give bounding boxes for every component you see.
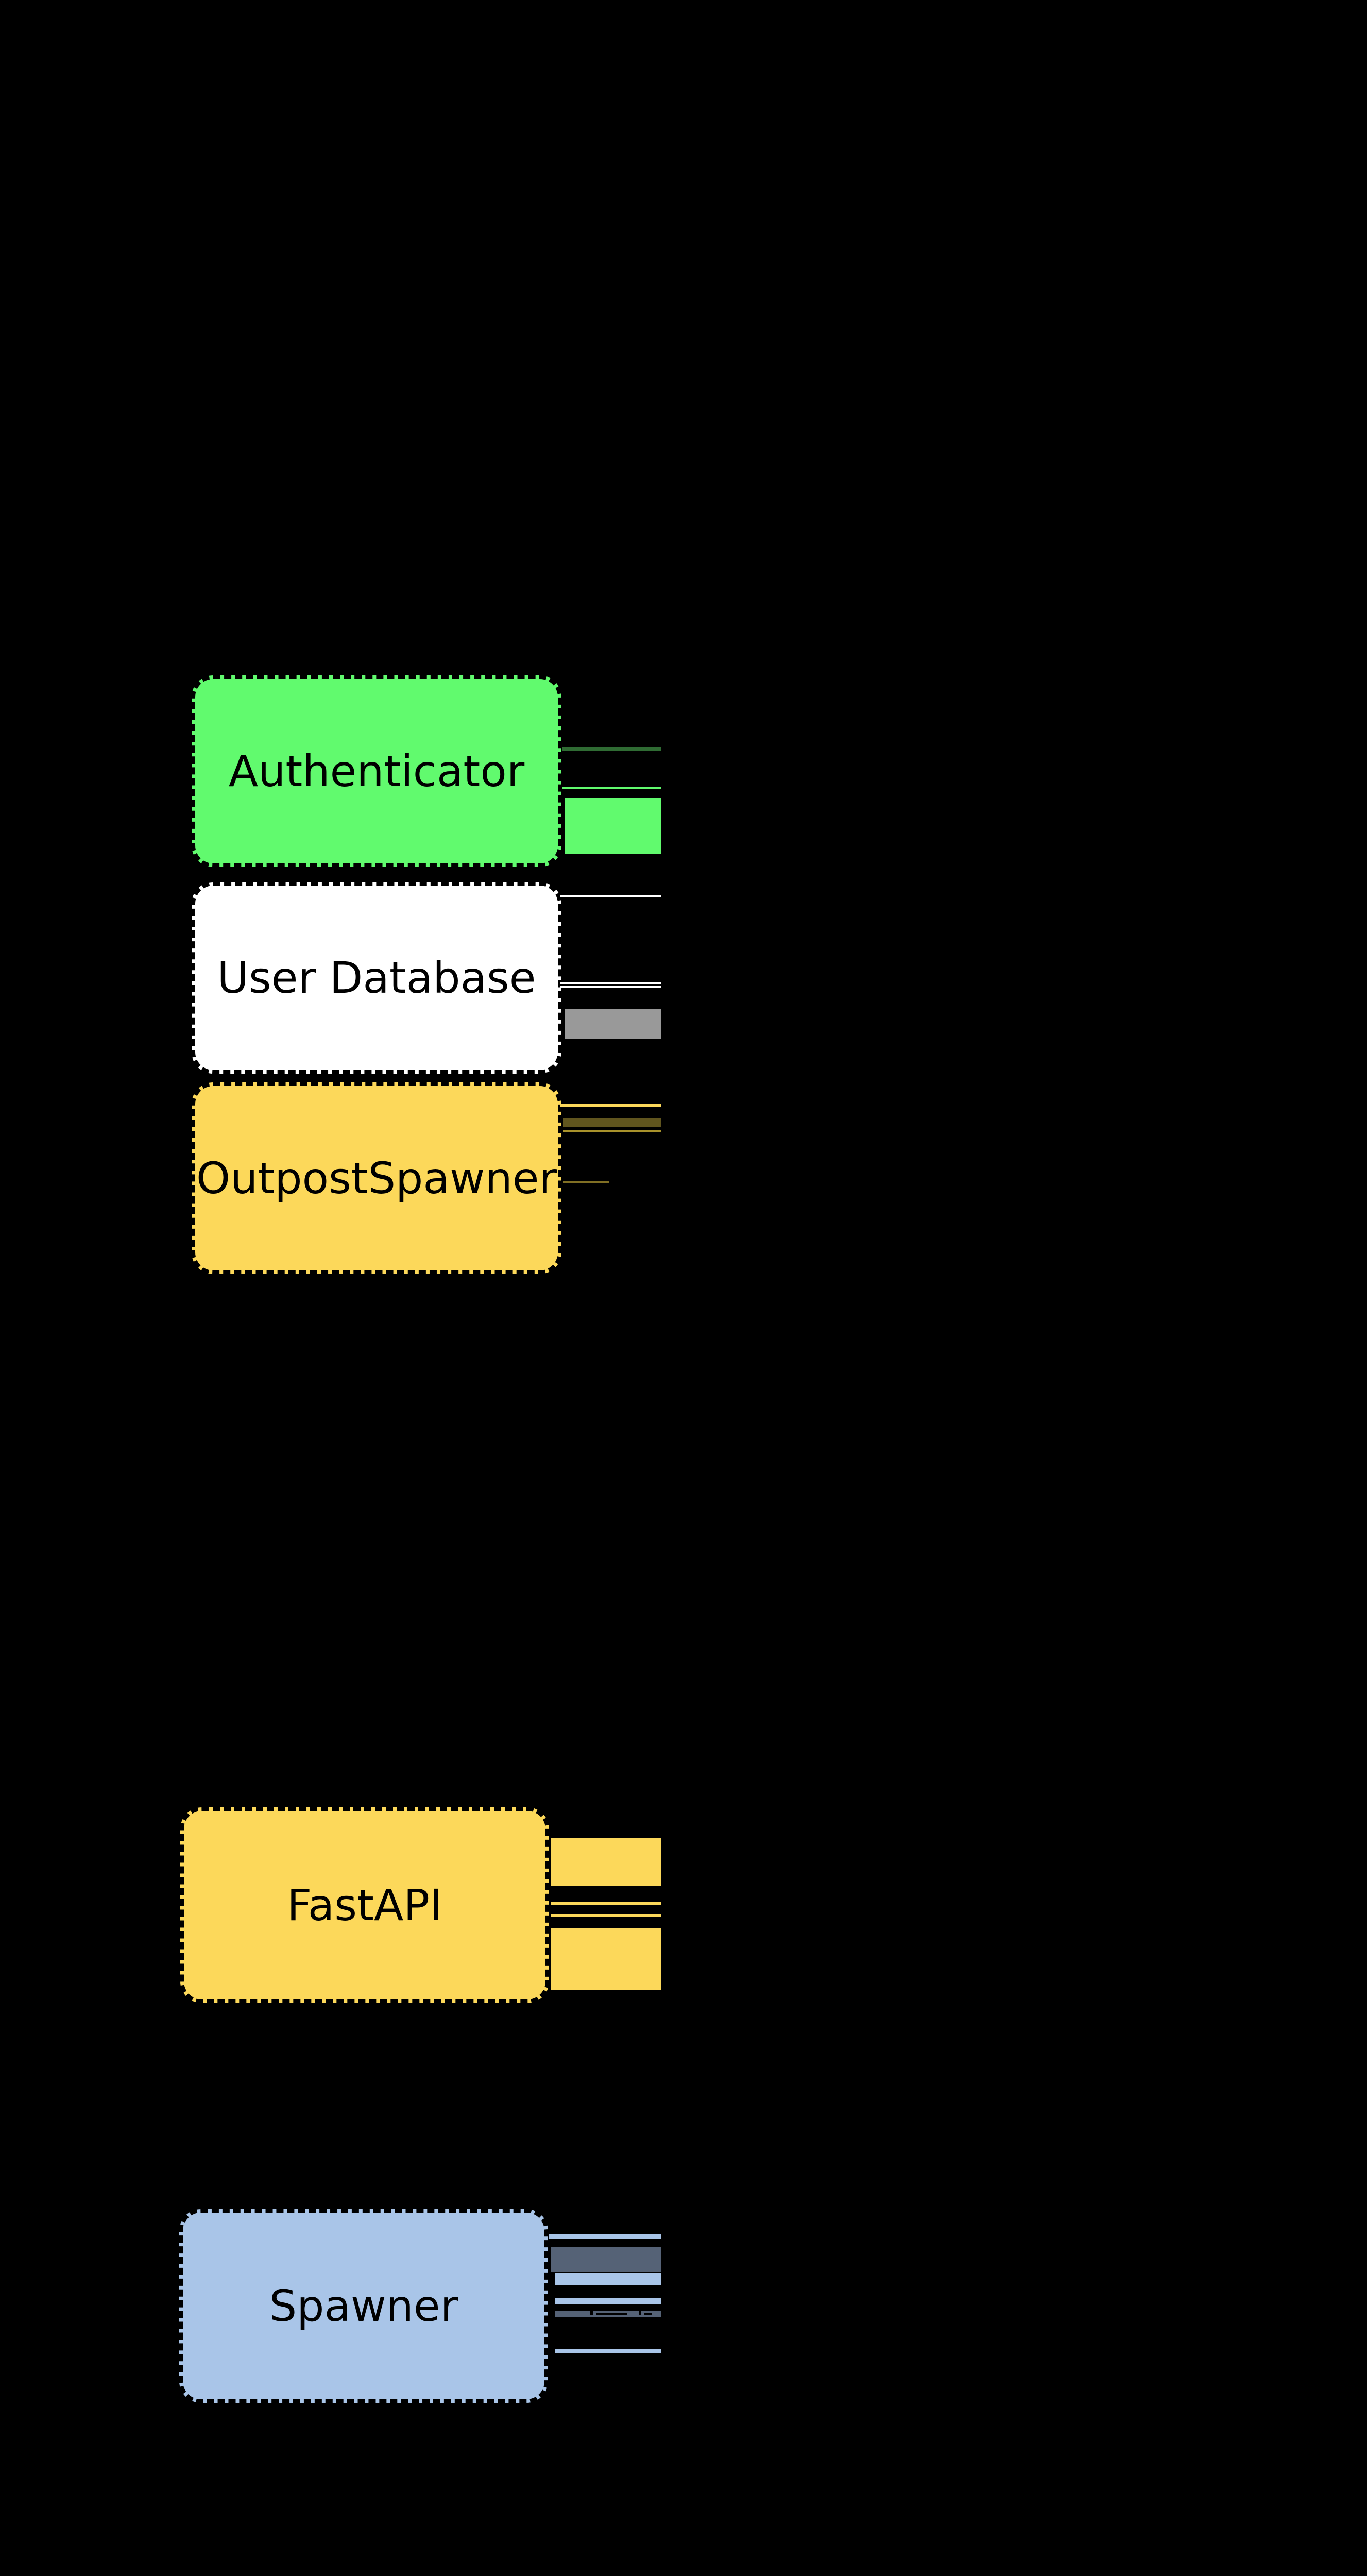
- osp-olive-bar: [563, 1118, 661, 1127]
- node-outpostspawner: OutpostSpawner: [192, 1082, 561, 1274]
- osp-short-dark-line: [563, 1181, 609, 1183]
- ink-fragment-0: [590, 2308, 593, 2315]
- node-fastapi: FastAPI: [180, 1807, 549, 2003]
- osp-dim-yellow-line: [563, 1130, 661, 1132]
- udb-white-line-1: [560, 895, 661, 897]
- spawner-slate-rect: [551, 2247, 661, 2272]
- fastapi-rect-1: [551, 1838, 661, 1886]
- udb-white-line-3: [560, 986, 661, 988]
- node-label-authenticator: Authenticator: [228, 746, 525, 796]
- node-label-fastapi: FastAPI: [287, 1880, 442, 1930]
- osp-yellow-line-top: [560, 1104, 661, 1107]
- node-user-database: User Database: [192, 882, 561, 1074]
- fastapi-line-2: [551, 1914, 661, 1917]
- spawner-blue-line-3: [555, 2349, 661, 2353]
- ink-fragment-3: [644, 2313, 652, 2315]
- node-label-user-database: User Database: [217, 953, 536, 1003]
- node-label-spawner: Spawner: [269, 2281, 458, 2331]
- auth-thin-green-line: [562, 787, 661, 789]
- auth-activation-rect: [565, 798, 661, 854]
- udb-white-line-2: [560, 982, 661, 984]
- node-authenticator: Authenticator: [192, 675, 561, 867]
- auth-dark-green-line: [562, 747, 661, 751]
- ink-fragment-2: [639, 2308, 641, 2315]
- node-label-outpostspawner: OutpostSpawner: [196, 1153, 557, 1204]
- fastapi-rect-2: [551, 1928, 661, 1990]
- fastapi-line-1: [551, 1902, 661, 1905]
- spawner-blue-line-1: [549, 2234, 661, 2239]
- node-spawner: Spawner: [179, 2209, 548, 2403]
- spawner-blue-line-2: [555, 2298, 661, 2304]
- ink-fragment-1: [596, 2313, 627, 2315]
- spawner-blue-rect: [555, 2273, 661, 2285]
- udb-gray-rect: [565, 1009, 661, 1039]
